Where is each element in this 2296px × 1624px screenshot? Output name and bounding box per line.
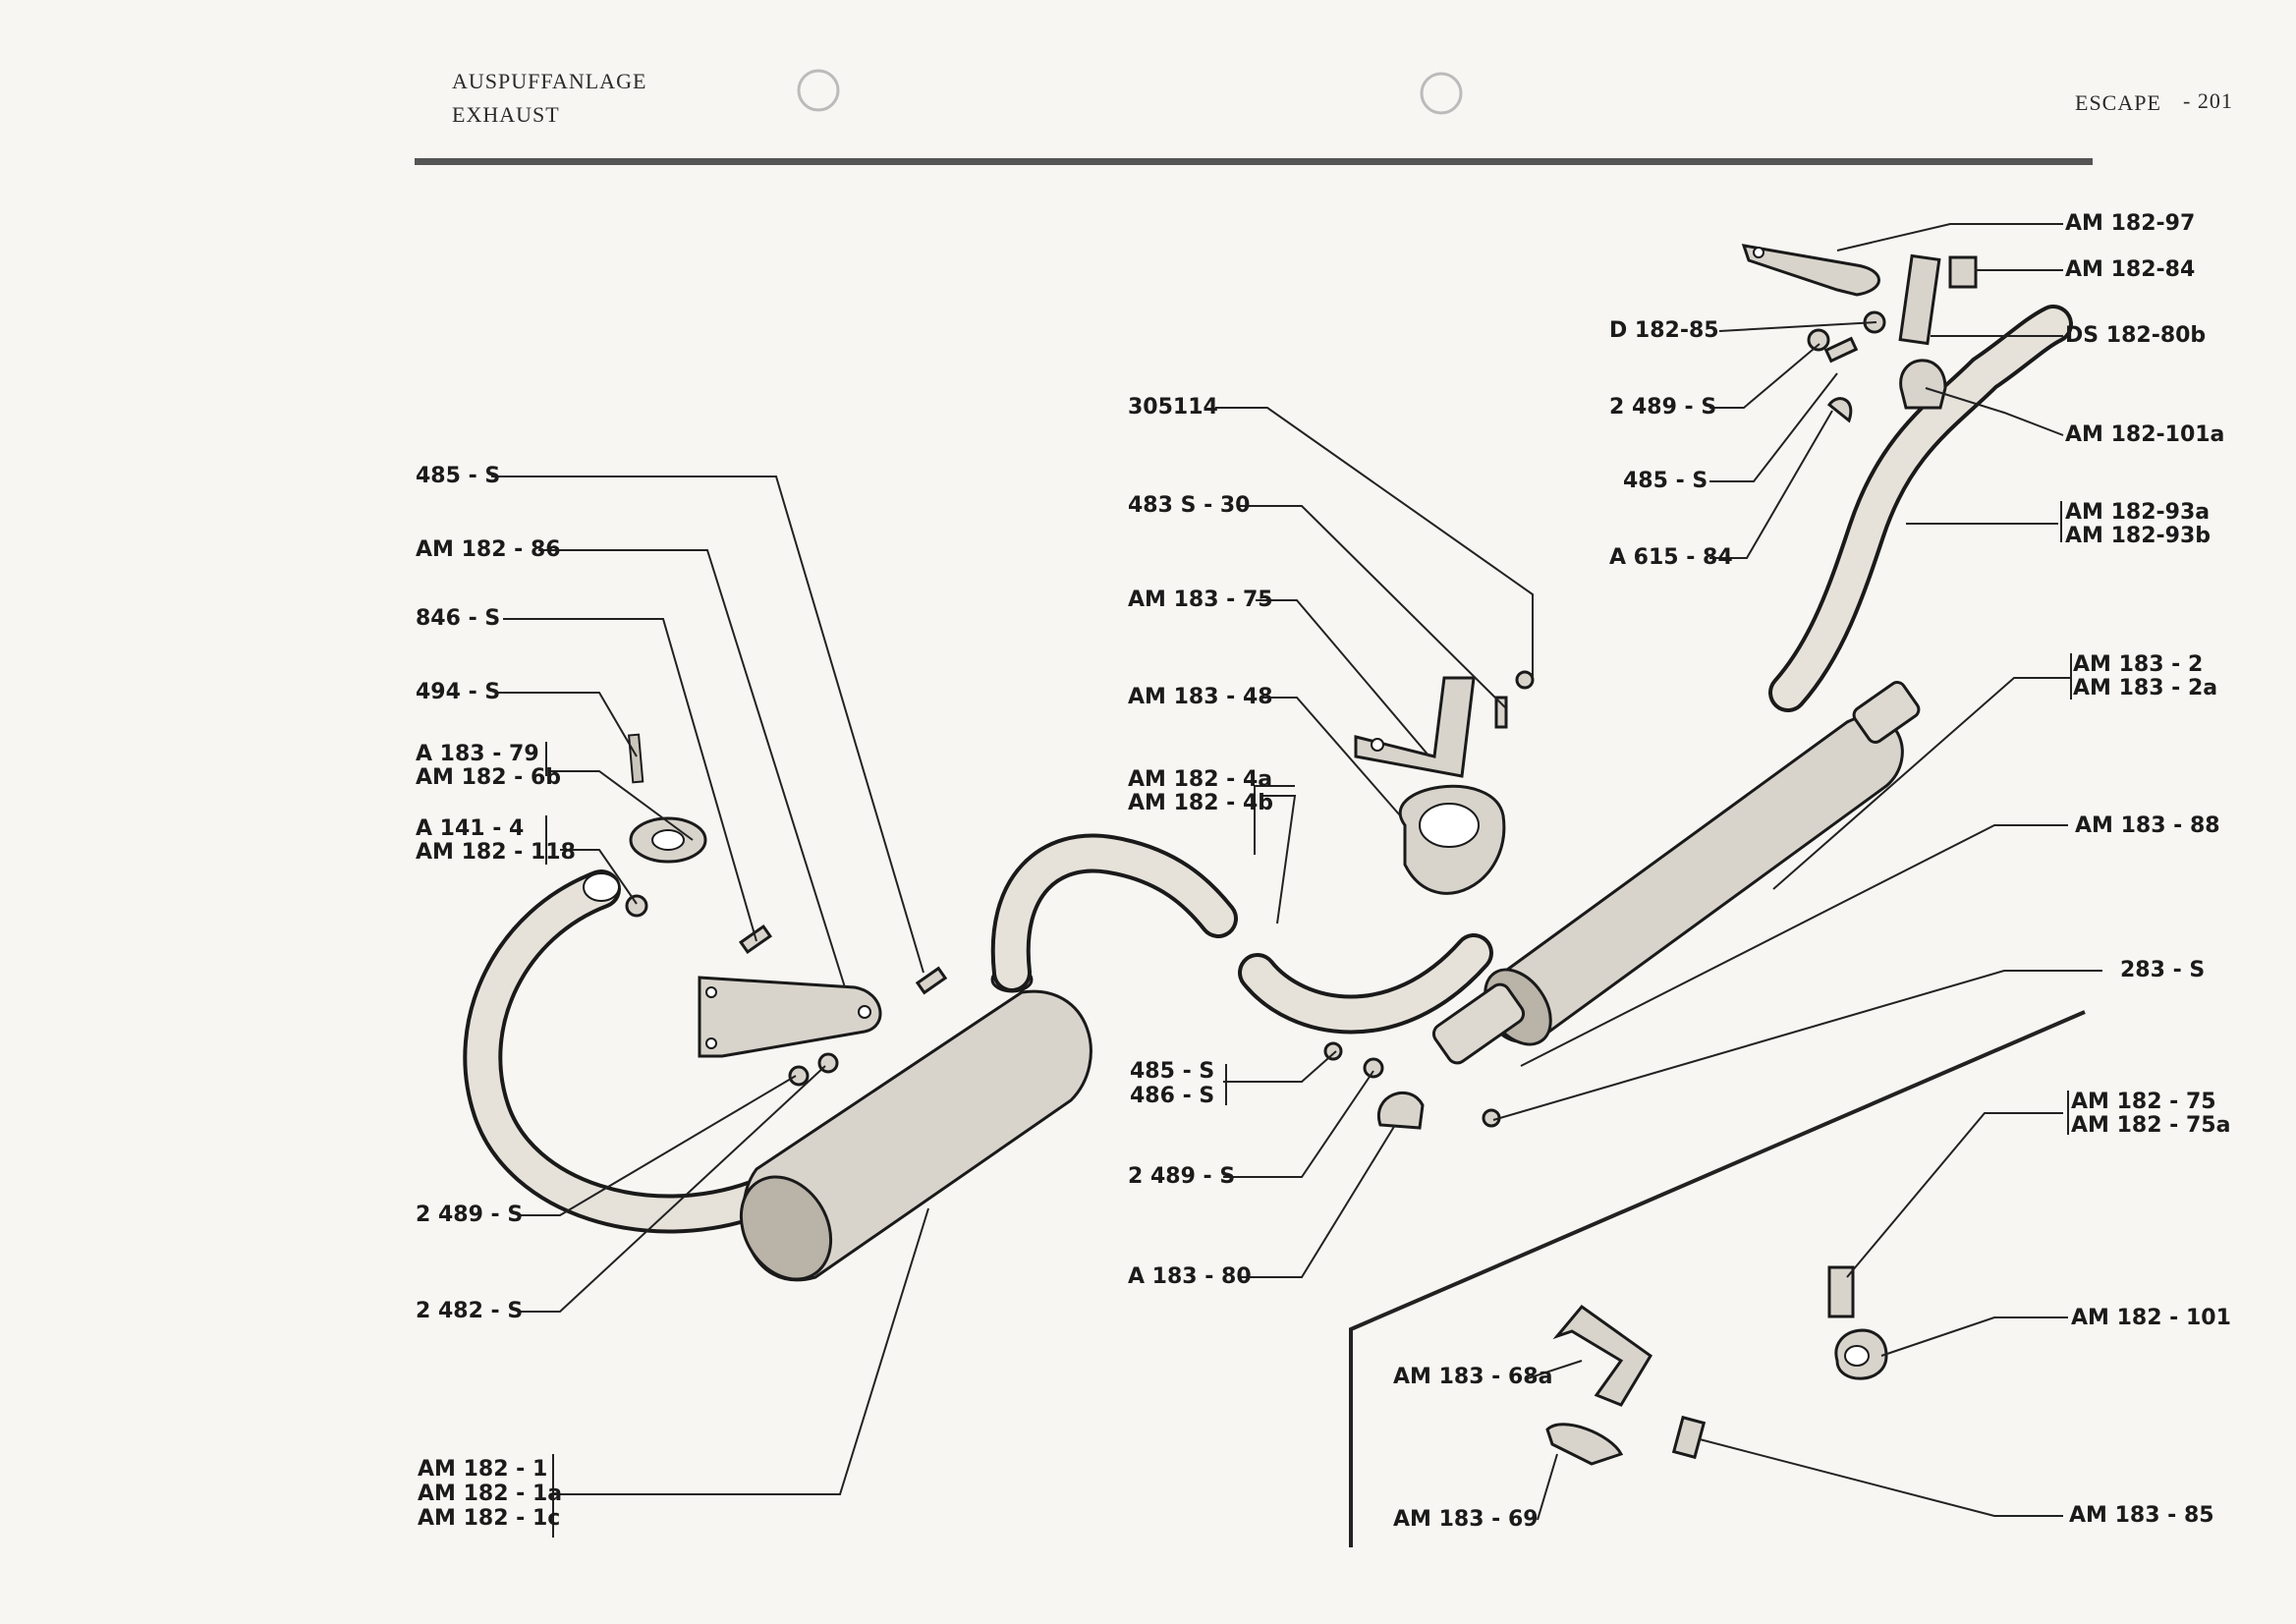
part-label-494-s: 494 - S [416,680,501,704]
part-label-am-183-75: AM 183 - 75 [1128,588,1273,612]
part-label-2489-s-mid: 2 489 - S [1128,1164,1236,1189]
part-label-am-182-4b: AM 182 - 4b [1128,791,1274,815]
part-label-am-183-2: AM 183 - 2 [2073,652,2204,677]
rear-silencer [739,966,1092,1282]
part-label-485-s-top: 485 - S [1623,469,1708,493]
part-label-am-182-1a: AM 182 - 1a [418,1482,563,1506]
small-fasteners-upper [1807,310,1886,423]
header-title-english: EXHAUST [452,102,560,127]
punch-hole-left [797,69,840,112]
part-label-am-182-75: AM 182 - 75 [2071,1090,2216,1114]
mounting-bracket-plate [698,976,882,1058]
part-label-am-183-68a: AM 183 - 68a [1393,1365,1553,1389]
main-silencer [1431,681,1921,1065]
part-label-483-s-30: 483 S - 30 [1128,493,1251,518]
upper-tail-pipe [1768,305,2073,712]
part-label-a-183-80: A 183 - 80 [1128,1264,1252,1289]
inset-frame [1349,1010,2086,1547]
part-label-2489-s-left: 2 489 - S [416,1203,524,1227]
part-label-ds-182-80b: DS 182-80b [2065,323,2207,348]
front-exhaust-pipe [463,869,776,1234]
part-label-am-182-101: AM 182 - 101 [2071,1306,2231,1330]
part-label-am-183-69: AM 183 - 69 [1393,1507,1539,1532]
small-clamp-mid [1323,1041,1501,1130]
part-label-am-182-97: AM 182-97 [2065,211,2196,236]
part-label-am-183-2a: AM 183 - 2a [2073,676,2218,700]
part-label-283-s: 283 - S [2120,958,2206,982]
part-label-am-183-88: AM 183 - 88 [2075,813,2220,838]
header-title-spanish: ESCAPE [2075,90,2161,115]
part-label-485-s-left: 485 - S [416,464,501,488]
part-label-305114: 305114 [1128,395,1218,420]
silencer-support-bracket [1354,670,1535,895]
part-label-am-182-118: AM 182 - 118 [416,840,576,865]
part-label-485-s-mid: 485 - S [1130,1059,1215,1084]
part-label-am-182-1c: AM 182 - 1c [418,1506,561,1531]
page-number: - 201 [2183,88,2233,113]
part-label-am-183-48: AM 183 - 48 [1128,685,1273,709]
part-label-a-141-4: A 141 - 4 [416,816,525,841]
part-label-a-615-84: A 615 - 84 [1609,545,1733,570]
part-label-am-182-6b: AM 182 - 6b [416,765,562,790]
hanger-bracket-top [1741,244,1978,346]
part-label-a-183-79: A 183 - 79 [416,742,539,766]
part-label-am-182-75a: AM 182 - 75a [2071,1113,2231,1138]
leader-lines [491,223,2102,1538]
clamp-upper [1899,359,1947,410]
part-label-am-183-85: AM 183 - 85 [2069,1503,2214,1528]
header-rule [415,158,2093,165]
intermediate-pipe [1238,933,1493,1035]
header-title-german: AUSPUFFANLAGE [452,69,647,93]
part-label-am-182-4a: AM 182 - 4a [1128,767,1273,792]
part-label-486-s: 486 - S [1130,1084,1215,1108]
part-label-2489-s-top: 2 489 - S [1609,395,1717,420]
part-label-am-182-101a: AM 182-101a [2065,422,2225,447]
part-label-am-182-1: AM 182 - 1 [418,1457,548,1482]
pipe-clamp-small [628,733,707,864]
part-label-846-s: 846 - S [416,606,501,631]
part-label-am-182-93b: AM 182-93b [2065,524,2211,548]
part-label-am-182-86: AM 182 - 86 [416,537,561,562]
punch-hole-right [1420,72,1463,115]
tail-pipe-bend [990,833,1238,992]
part-label-d-182-85: D 182-85 [1609,318,1719,343]
part-label-am-182-84: AM 182-84 [2065,257,2196,282]
part-label-am-182-93a: AM 182-93a [2065,500,2211,525]
inset-parts [1545,1265,1888,1466]
part-label-2482-s: 2 482 - S [416,1299,524,1323]
